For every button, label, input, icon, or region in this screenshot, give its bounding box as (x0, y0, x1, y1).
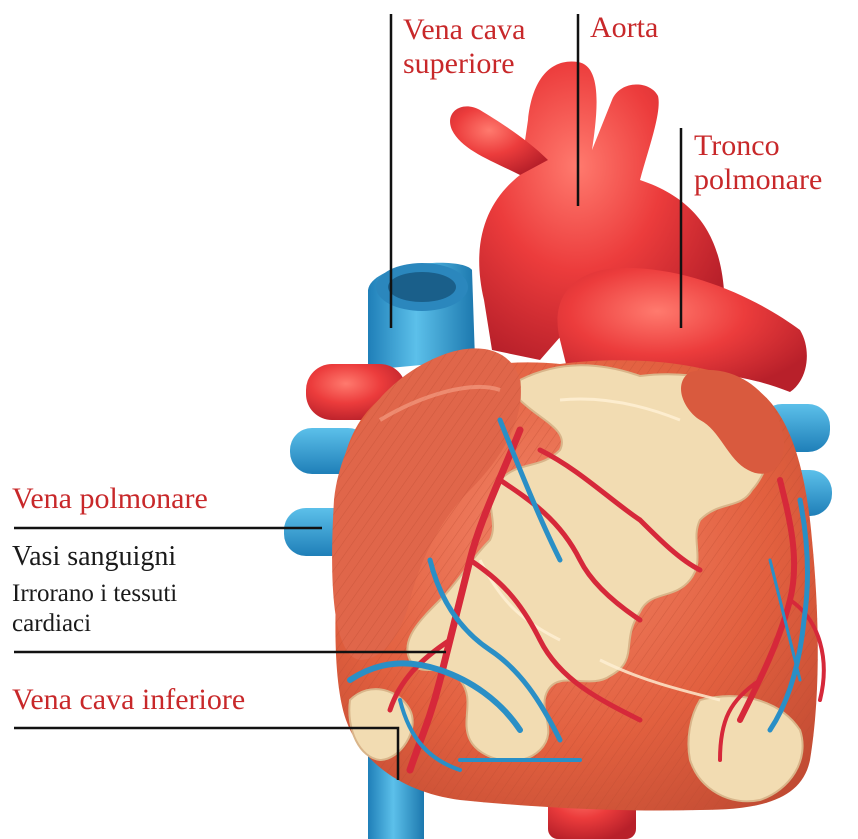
label-vena-cava-inferiore: Vena cava inferiore (12, 685, 245, 715)
label-aorta: Aorta (590, 13, 658, 43)
label-vasi-sanguigni: Vasi sanguigni (12, 543, 176, 571)
label-vena-cava-superiore-line1: Vena cava (403, 13, 525, 47)
label-vasi-description: Irrorano i tessuti cardiaci (12, 579, 177, 639)
label-vasi-description-line2: cardiaci (12, 609, 177, 639)
label-tronco-polmonare-line2: polmonare (694, 163, 822, 197)
label-vena-cava-superiore-line2: superiore (403, 47, 525, 81)
label-tronco-polmonare: Tronco polmonare (694, 129, 822, 197)
label-tronco-polmonare-line1: Tronco (694, 129, 822, 163)
leader-vena-cava-inferiore (14, 728, 398, 780)
label-vena-cava-superiore: Vena cava superiore (403, 13, 525, 81)
label-vena-polmonare: Vena polmonare (12, 484, 208, 514)
label-vasi-description-line1: Irrorano i tessuti (12, 579, 177, 609)
